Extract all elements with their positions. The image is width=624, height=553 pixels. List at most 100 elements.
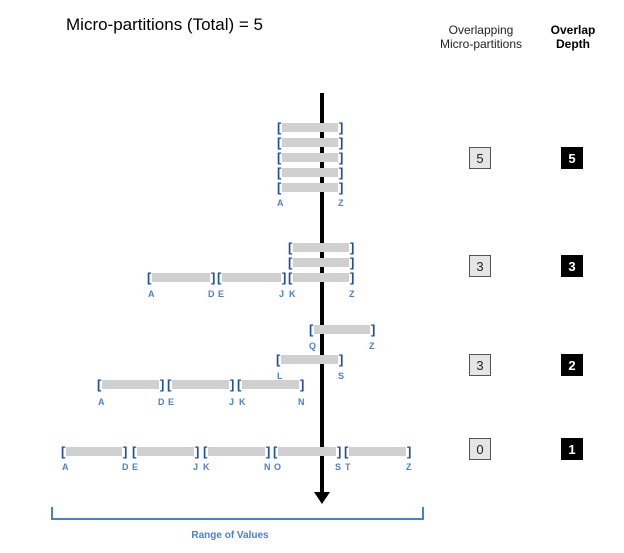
value-label: J — [193, 462, 199, 472]
overlapping-header-line1: Overlapping — [448, 23, 514, 37]
value-label: D — [122, 462, 129, 472]
bracket-close: ] — [407, 444, 412, 459]
value-label: S — [338, 371, 345, 381]
overlapping-count-box: 3 — [469, 354, 491, 376]
bracket-close: ] — [339, 165, 344, 180]
bracket-open: [ — [132, 444, 137, 459]
bracket-open: [ — [167, 377, 172, 392]
partition-bar — [66, 447, 122, 456]
bracket-open: [ — [217, 270, 222, 285]
bracket-open: [ — [237, 377, 242, 392]
range-tick-right — [422, 507, 424, 520]
bracket-close: ] — [195, 444, 200, 459]
partition-bar — [314, 325, 370, 334]
bracket-open: [ — [288, 240, 293, 255]
depth-header-line2: Depth — [556, 37, 590, 51]
partition-bar — [137, 447, 194, 456]
bracket-open: [ — [97, 377, 102, 392]
value-label: L — [277, 371, 283, 381]
partition-bar — [102, 380, 159, 389]
bracket-open: [ — [273, 444, 278, 459]
overlapping-count-box: 0 — [469, 438, 491, 460]
bracket-open: [ — [147, 270, 152, 285]
bracket-close: ] — [282, 270, 287, 285]
value-label: Z — [349, 289, 355, 299]
bracket-open: [ — [277, 165, 282, 180]
bracket-open: [ — [61, 444, 66, 459]
range-label: Range of Values — [191, 530, 269, 541]
overlapping-column-header: Overlapping Micro-partitions — [432, 23, 530, 51]
partition-bar — [349, 447, 406, 456]
bracket-close: ] — [350, 255, 355, 270]
partition-bar — [282, 138, 338, 147]
value-label: Z — [369, 341, 375, 351]
bracket-close: ] — [211, 270, 216, 285]
bracket-close: ] — [300, 377, 305, 392]
value-label: E — [218, 289, 225, 299]
value-label: E — [132, 462, 139, 472]
depth-header-line1: Overlap — [550, 23, 596, 37]
bracket-open: [ — [309, 322, 314, 337]
value-label: Z — [406, 462, 412, 472]
bracket-close: ] — [339, 180, 344, 195]
bracket-close: ] — [350, 270, 355, 285]
bracket-close: ] — [339, 120, 344, 135]
value-label: K — [239, 397, 246, 407]
partition-bar — [293, 258, 349, 267]
partition-bar — [282, 168, 338, 177]
value-label: O — [274, 462, 282, 472]
value-label: A — [148, 289, 155, 299]
arrow-down-icon — [314, 492, 330, 504]
partition-bar — [208, 447, 265, 456]
bracket-close: ] — [160, 377, 165, 392]
bracket-close: ] — [266, 444, 271, 459]
bracket-open: [ — [276, 352, 281, 367]
value-label: K — [203, 462, 210, 472]
value-label: J — [229, 397, 235, 407]
bracket-open: [ — [203, 444, 208, 459]
partition-bar — [172, 380, 229, 389]
value-label: D — [158, 397, 165, 407]
value-label: J — [279, 289, 285, 299]
value-label: A — [98, 397, 105, 407]
bracket-close: ] — [123, 444, 128, 459]
partition-bar — [152, 273, 210, 282]
value-label: A — [62, 462, 69, 472]
bracket-open: [ — [344, 444, 349, 459]
bracket-close: ] — [230, 377, 235, 392]
partition-bar — [242, 380, 299, 389]
value-label: T — [345, 462, 351, 472]
bracket-open: [ — [288, 255, 293, 270]
bracket-close: ] — [350, 240, 355, 255]
bracket-close: ] — [339, 352, 344, 367]
partition-bar — [278, 447, 336, 456]
overlap-depth-box: 2 — [561, 354, 583, 376]
overlapping-count-box: 5 — [469, 147, 491, 169]
bracket-open: [ — [277, 180, 282, 195]
depth-column-header: Overlap Depth — [540, 23, 606, 51]
value-label: N — [298, 397, 305, 407]
value-label: A — [277, 198, 284, 208]
value-label: Q — [309, 341, 317, 351]
value-label: K — [289, 289, 296, 299]
bracket-open: [ — [288, 270, 293, 285]
partition-bar — [222, 273, 281, 282]
vertical-axis — [320, 93, 324, 494]
bracket-close: ] — [371, 322, 376, 337]
range-line — [51, 518, 424, 520]
bracket-open: [ — [277, 150, 282, 165]
value-label: N — [264, 462, 271, 472]
overlapping-header-line2: Micro-partitions — [439, 37, 523, 51]
range-tick-left — [51, 507, 53, 520]
value-label: S — [335, 462, 342, 472]
bracket-close: ] — [337, 444, 342, 459]
value-label: E — [168, 397, 175, 407]
diagram-title: Micro-partitions (Total) = 5 — [66, 15, 263, 34]
value-label: D — [208, 289, 215, 299]
overlapping-count-box: 3 — [469, 255, 491, 277]
partition-bar — [282, 123, 338, 132]
bracket-open: [ — [277, 120, 282, 135]
partition-bar — [293, 273, 349, 282]
partition-bar — [293, 243, 349, 252]
partition-bar — [282, 153, 338, 162]
